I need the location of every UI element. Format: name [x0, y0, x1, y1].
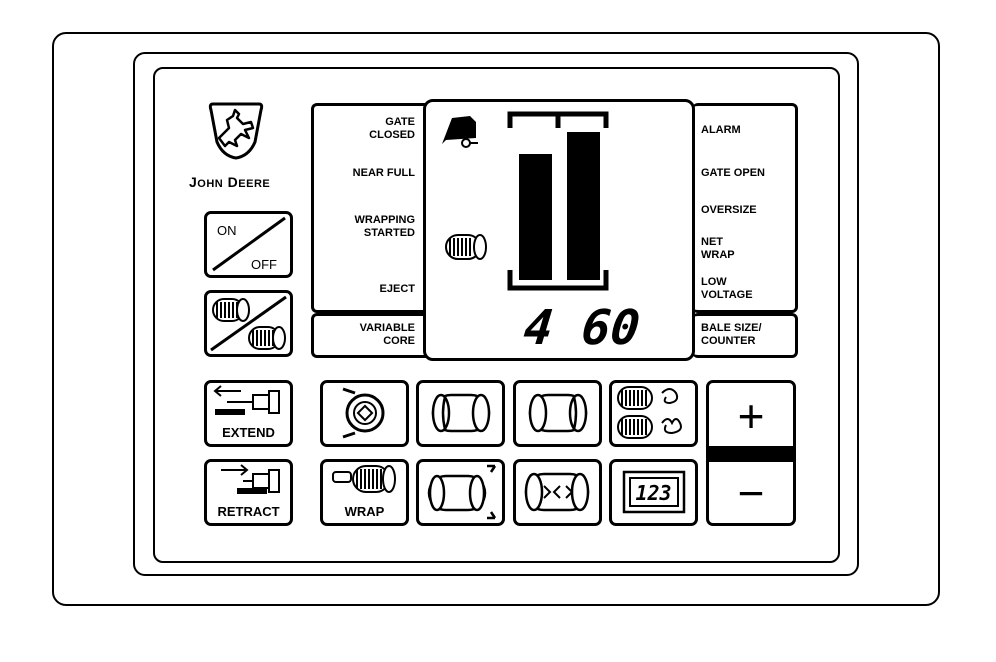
- bale-size-counter-panel: [692, 313, 798, 358]
- bale-size-counter-label: BALE SIZE/ COUNTER: [701, 322, 762, 347]
- right-bale-size-bar: [567, 132, 600, 280]
- bale-diameter-button[interactable]: [416, 459, 505, 526]
- eject-label: EJECT: [379, 283, 415, 295]
- extend-button[interactable]: EXTEND: [204, 380, 293, 447]
- bale-cylinder-right-icon: [528, 393, 588, 433]
- cylinder-extend-icon: [213, 385, 280, 415]
- increase-button[interactable]: +: [706, 380, 796, 449]
- gate-closed-label: GATE CLOSED: [369, 116, 415, 141]
- alarm-label: ALARM: [701, 124, 741, 136]
- low-voltage-label: LOW VOLTAGE: [701, 276, 753, 301]
- brand-name: JOHN DEERE: [189, 174, 271, 190]
- on-off-button[interactable]: ON OFF: [204, 211, 293, 278]
- on-label: ON: [217, 223, 237, 238]
- extend-label: EXTEND: [222, 425, 275, 440]
- control-panel: [153, 67, 840, 563]
- bale-shape-button-1[interactable]: [416, 380, 505, 447]
- net-twine-select-icon: [617, 386, 682, 439]
- wrap-mode-toggle-button[interactable]: [204, 290, 293, 357]
- cylinder-retract-icon: [221, 464, 280, 494]
- counter-icon: [622, 470, 686, 514]
- retract-button[interactable]: RETRACT: [204, 459, 293, 526]
- wrapping-bale-icon: [445, 234, 487, 260]
- variable-core-icon: [342, 387, 385, 439]
- net-wrap-label: NET WRAP: [701, 236, 735, 261]
- bale-counter-readout: 4 60: [521, 300, 643, 356]
- right-indicator-panel: [692, 103, 798, 313]
- deer-logo-icon: [208, 102, 264, 160]
- minus-icon: −: [737, 467, 765, 519]
- bale-cylinder-icon: [431, 393, 491, 433]
- john-deere-logo: [205, 98, 267, 160]
- variable-core-label: VARIABLE CORE: [359, 322, 415, 347]
- near-full-label: NEAR FULL: [352, 167, 415, 179]
- left-bale-size-bar: [519, 154, 552, 280]
- bale-density-button[interactable]: [513, 459, 602, 526]
- bale-toggle-icon: [210, 295, 287, 352]
- off-label: OFF: [251, 257, 277, 272]
- gate-open-label: GATE OPEN: [701, 167, 765, 179]
- bale-density-icon: [524, 472, 590, 512]
- variable-core-panel: [311, 313, 433, 358]
- wrap-label: WRAP: [344, 504, 385, 519]
- monitor-housing: [52, 32, 940, 606]
- monitor-bezel: [133, 52, 859, 576]
- oversize-label: OVERSIZE: [701, 204, 757, 216]
- baler-gate-icon: [442, 116, 478, 148]
- retract-label: RETRACT: [217, 504, 280, 519]
- lcd-graphics: [442, 111, 609, 291]
- wrap-select-button[interactable]: [609, 380, 698, 447]
- wrapping-started-label: WRAPPING STARTED: [354, 214, 416, 239]
- decrease-button[interactable]: −: [706, 459, 796, 526]
- plus-icon: +: [737, 390, 765, 442]
- bale-shape-button-2[interactable]: [513, 380, 602, 447]
- plus-minus-divider: [706, 449, 796, 461]
- lcd-display: 4 60: [423, 99, 695, 361]
- left-indicator-panel: [311, 103, 433, 313]
- counter-button[interactable]: 123: [609, 459, 698, 526]
- wrap-button[interactable]: WRAP: [320, 459, 409, 526]
- wrap-bale-icon: [332, 465, 396, 493]
- counter-digits: 123: [635, 481, 672, 505]
- core-select-button[interactable]: [320, 380, 409, 447]
- bale-diameter-icon: [427, 464, 497, 520]
